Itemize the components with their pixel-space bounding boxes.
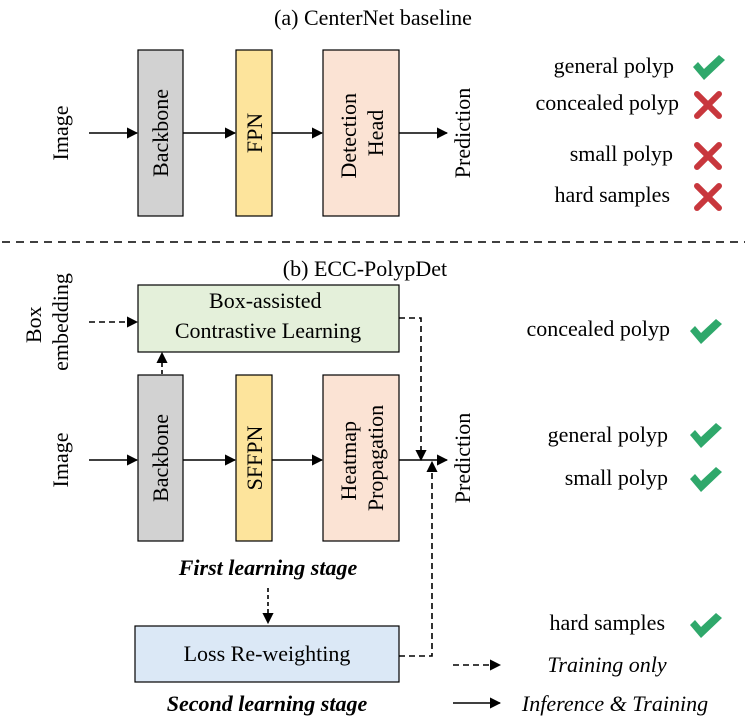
panel-b-prediction-label: Prediction [450,413,475,503]
check-mark-shape [690,467,722,492]
first-learning-stage-label: First learning stage [178,555,358,580]
panel-a-fpn-box [235,49,273,217]
check-icon [690,467,722,492]
contrastive-learning-box [137,284,400,353]
cross-mark-stroke [694,183,722,211]
contrastive-label-line2: Contrastive Learning [175,318,361,343]
panel-b-head-label-line2: Propagation [363,405,388,511]
cross-mark-stroke [694,91,722,119]
panel-b-head-label: Heatmap Propagation [336,405,388,511]
panel-b-box-embedding-label: Box embedding [21,273,73,371]
check-mark-shape [690,613,722,638]
box-embedding-line2: embedding [48,273,73,371]
panel-a-head-box [322,49,400,217]
loss-reweighting-box [134,625,400,683]
second-learning-stage-label: Second learning stage [167,691,368,716]
cross-icon [694,91,722,119]
panel-b-title: (b) ECC-PolypDet [283,256,447,281]
panel-a-prediction-label: Prediction [450,88,475,178]
cross-icon [694,142,722,170]
panel-b-result-small: small polyp [565,465,668,490]
panel-b-sffpn-label: SFFPN [242,425,267,490]
panel-b-backbone-label: Backbone [148,414,173,502]
panel-b-result-general: general polyp [548,422,668,447]
check-mark-shape [693,55,725,80]
legend-dashed-label: Training only [547,652,666,677]
panel-b-sffpn-box [235,374,273,542]
panel-b-image-label: Image [48,433,73,488]
panel-b-head-label-line1: Heatmap [336,421,361,500]
panel-a-title: (a) CenterNet baseline [274,5,472,30]
panel-a-result-small: small polyp [570,141,673,166]
panel-a-backbone-label: Backbone [148,89,173,177]
check-mark-shape [690,423,722,448]
check-mark-shape [690,319,722,344]
panel-b-backbone-box [137,374,184,542]
check-icon [690,319,722,344]
panel-a-result-concealed: concealed polyp [535,90,679,115]
panel-a-image-label: Image [48,106,73,161]
loss-reweighting-label: Loss Re-weighting [184,641,351,666]
panel-a-fpn-label: FPN [242,113,267,153]
box-embedding-line1: Box [21,306,46,343]
legend-solid-label: Inference & Training [521,691,708,716]
panel-b-result-concealed: concealed polyp [526,316,670,341]
panel-a-head-label-line1: Detection [336,93,361,179]
panel-a-result-hard: hard samples [555,182,670,207]
panel-b-dashed-contrastive-to-prediction [399,317,427,462]
cross-mark-stroke [694,142,722,170]
contrastive-learning-label: Box-assisted Contrastive Learning [175,288,361,343]
check-icon [690,613,722,638]
panel-b-head-box [322,374,400,542]
panel-b-dashed-reweighting-to-prediction [399,460,438,657]
panel-b-result-hard: hard samples [550,610,665,635]
panel-a-head-label: Detection Head [336,87,388,178]
panel-a-head-label-line2: Head [363,110,388,156]
check-icon [693,55,725,80]
contrastive-label-line1: Box-assisted [209,288,321,313]
check-icon [690,423,722,448]
panel-a-result-general: general polyp [554,53,674,78]
cross-icon [694,183,722,211]
